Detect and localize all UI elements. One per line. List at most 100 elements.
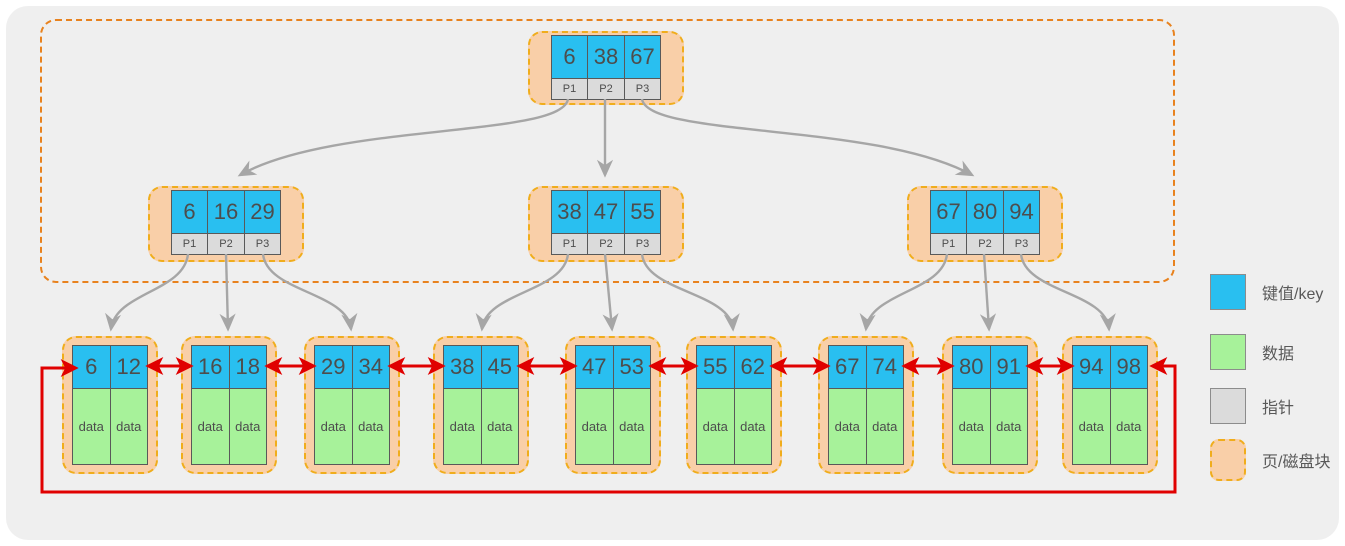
pointer-cell: P2 xyxy=(587,79,624,99)
key-cell: 18 xyxy=(228,346,266,388)
pointer-cell: P3 xyxy=(623,79,661,99)
key-cell: 80 xyxy=(953,346,990,388)
leaf-node-3-page: 29 34 data data xyxy=(304,336,400,474)
leaf-node-7-table: 67 74 data data xyxy=(828,345,904,465)
key-row: 47 53 xyxy=(576,346,650,388)
legend-label: 数据 xyxy=(1262,346,1295,363)
key-cell: 6 xyxy=(551,36,588,78)
leaf-node-4-table: 38 45 data data xyxy=(443,345,519,465)
data-cell: data xyxy=(315,389,352,464)
pointer-cell: P3 xyxy=(623,234,661,254)
leaf-node-6-page: 55 62 data data xyxy=(686,336,782,474)
legend-label: 键值/key xyxy=(1262,286,1324,303)
data-row: data data xyxy=(576,388,650,464)
internal-node-1-table: 6 16 29 P1 P2 P3 xyxy=(170,190,282,255)
leaf-node-7-page: 67 74 data data xyxy=(818,336,914,474)
legend-item-page: 页/磁盘块 xyxy=(1210,438,1330,482)
root-pointer-row: P1 P2 P3 xyxy=(551,78,661,99)
data-cell: data xyxy=(444,389,481,464)
key-cell: 47 xyxy=(576,346,613,388)
key-row: 38 45 xyxy=(444,346,518,388)
key-cell: 94 xyxy=(1002,191,1040,233)
key-cell: 80 xyxy=(966,191,1003,233)
key-cell: 67 xyxy=(930,191,967,233)
key-row: 67 80 94 xyxy=(930,191,1040,233)
leaf-node-3-table: 29 34 data data xyxy=(314,345,390,465)
key-cell: 74 xyxy=(865,346,903,388)
pointer-color-swatch xyxy=(1210,388,1246,424)
key-cell: 62 xyxy=(733,346,771,388)
key-cell: 94 xyxy=(1073,346,1110,388)
data-row: data data xyxy=(192,388,266,464)
internal-node-3-table: 67 80 94 P1 P2 P3 xyxy=(929,190,1041,255)
key-cell: 53 xyxy=(612,346,650,388)
pointer-cell: P2 xyxy=(966,234,1003,254)
data-row: data data xyxy=(1073,388,1147,464)
internal-node-3-page: 67 80 94 P1 P2 P3 xyxy=(907,186,1063,262)
data-cell: data xyxy=(1073,389,1110,464)
internal-node-2-table: 38 47 55 P1 P2 P3 xyxy=(550,190,662,255)
data-cell: data xyxy=(612,389,650,464)
key-cell: 16 xyxy=(192,346,229,388)
key-row: 55 62 xyxy=(697,346,771,388)
leaf-node-8-page: 80 91 data data xyxy=(942,336,1038,474)
leaf-node-5-page: 47 53 data data xyxy=(565,336,661,474)
root-node-page: 6 38 67 P1 P2 P3 xyxy=(528,31,684,105)
pointer-cell: P3 xyxy=(243,234,281,254)
data-row: data data xyxy=(73,388,147,464)
key-row: 67 74 xyxy=(829,346,903,388)
data-cell: data xyxy=(865,389,903,464)
data-cell: data xyxy=(480,389,518,464)
leaf-node-4-page: 38 45 data data xyxy=(433,336,529,474)
pointer-cell: P1 xyxy=(930,234,967,254)
root-key-row: 6 38 67 xyxy=(551,36,661,78)
leaf-node-1-page: 6 12 data data xyxy=(62,336,158,474)
pointer-cell: P1 xyxy=(551,234,588,254)
legend-item-pointer: 指针 xyxy=(1210,386,1294,426)
key-cell: 98 xyxy=(1109,346,1147,388)
pointer-row: P1 P2 P3 xyxy=(551,233,661,254)
data-row: data data xyxy=(444,388,518,464)
data-cell: data xyxy=(1109,389,1147,464)
key-row: 94 98 xyxy=(1073,346,1147,388)
key-cell: 29 xyxy=(315,346,352,388)
key-row: 6 16 29 xyxy=(171,191,281,233)
pointer-row: P1 P2 P3 xyxy=(171,233,281,254)
key-cell: 55 xyxy=(623,191,661,233)
key-row: 80 91 xyxy=(953,346,1027,388)
key-cell: 67 xyxy=(829,346,866,388)
key-row: 16 18 xyxy=(192,346,266,388)
key-cell: 29 xyxy=(243,191,281,233)
key-row: 6 12 xyxy=(73,346,147,388)
data-cell: data xyxy=(697,389,734,464)
key-cell: 38 xyxy=(444,346,481,388)
legend-label: 指针 xyxy=(1262,400,1295,417)
key-cell: 67 xyxy=(623,36,661,78)
key-cell: 34 xyxy=(351,346,389,388)
data-cell: data xyxy=(829,389,866,464)
data-row: data data xyxy=(829,388,903,464)
key-cell: 6 xyxy=(171,191,208,233)
key-cell: 16 xyxy=(207,191,244,233)
data-cell: data xyxy=(109,389,147,464)
leaf-node-6-table: 55 62 data data xyxy=(696,345,772,465)
legend-label: 页/磁盘块 xyxy=(1262,454,1331,471)
pointer-cell: P3 xyxy=(1002,234,1040,254)
data-cell: data xyxy=(576,389,613,464)
internal-node-2-page: 38 47 55 P1 P2 P3 xyxy=(528,186,684,262)
key-cell: 12 xyxy=(109,346,147,388)
data-cell: data xyxy=(228,389,266,464)
key-cell: 6 xyxy=(73,346,110,388)
internal-node-1-page: 6 16 29 P1 P2 P3 xyxy=(148,186,304,262)
pointer-cell: P1 xyxy=(551,79,588,99)
pointer-cell: P2 xyxy=(587,234,624,254)
key-cell: 45 xyxy=(480,346,518,388)
pointer-cell: P1 xyxy=(171,234,208,254)
legend-item-data: 数据 xyxy=(1210,332,1294,372)
leaf-node-9-page: 94 98 data data xyxy=(1062,336,1158,474)
key-cell: 91 xyxy=(989,346,1027,388)
key-cell: 38 xyxy=(551,191,588,233)
leaf-node-2-page: 16 18 data data xyxy=(181,336,277,474)
key-row: 29 34 xyxy=(315,346,389,388)
